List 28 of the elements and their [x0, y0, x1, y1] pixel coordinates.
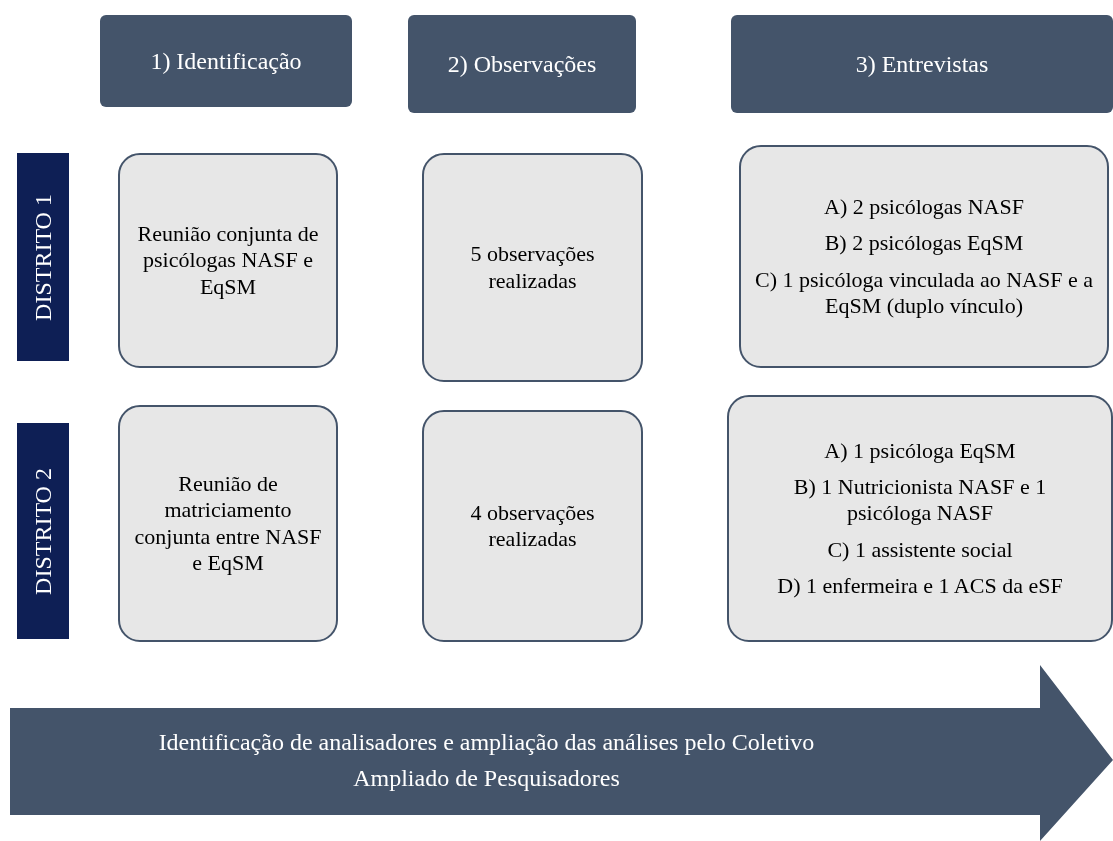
box-text: 5 observações realizadas — [469, 241, 596, 294]
box-text: 4 observações realizadas — [469, 499, 596, 553]
column-heading: 3) Entrevistas — [855, 50, 989, 78]
district-label-bar — [17, 423, 69, 639]
box-text: B) 2 psicólogas EqSM — [824, 230, 1024, 257]
box-text: Reunião de matriciamento conjunta entre NASF e EqSM — [134, 470, 322, 577]
district-label: DISTRITO 2 — [29, 467, 57, 595]
box-text: A) 1 psicóloga EqSM — [824, 437, 1016, 464]
district-label-bar — [17, 153, 69, 361]
rounded-info-box — [118, 153, 338, 368]
header-box — [408, 15, 636, 113]
header-box — [731, 15, 1113, 113]
column-heading: 1) Identificação — [150, 47, 302, 75]
rounded-info-box — [739, 145, 1109, 368]
box-text: C) 1 assistente social — [827, 536, 1013, 564]
box-text: C) 1 psicóloga vinculada ao NASF e a EqSM (duplo vínculo) — [755, 266, 1093, 320]
box-text: D) 1 enfermeira e 1 ACS da eSF — [777, 573, 1063, 600]
header-box — [100, 15, 352, 107]
district-label: DISTRITO 1 — [29, 193, 57, 321]
box-text: A) 2 psicólogas NASF — [824, 193, 1024, 221]
box-text: B) 1 Nutricionista NASF e 1 psicóloga NASF — [792, 473, 1048, 527]
rounded-info-box — [422, 153, 643, 382]
rounded-info-box — [727, 395, 1113, 642]
box-text: Reunião conjunta de psicólogas NASF e EqSM — [136, 220, 320, 301]
rounded-info-box — [422, 410, 643, 642]
banner-text: Identificação de analisadores e ampliação das análises pelo Coletivo Ampliado de Pesquisadores — [157, 728, 816, 793]
column-heading: 2) Observações — [447, 50, 597, 78]
rounded-info-box — [118, 405, 338, 642]
